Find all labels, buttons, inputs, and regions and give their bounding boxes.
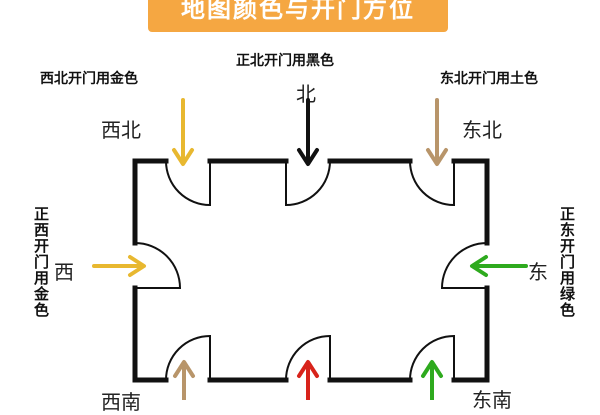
direction-northwest: 西北 — [101, 118, 141, 142]
door-north — [285, 160, 331, 207]
direction-east: 东 — [528, 260, 548, 284]
northwest-rule-label: 西北开门用金色 — [40, 71, 138, 87]
floorplan-diagram — [92, 98, 528, 400]
arrow-south — [297, 360, 319, 400]
door-southwest — [165, 334, 211, 381]
east-rule-label: 正东开门用绿色 — [558, 206, 576, 318]
door-west — [134, 242, 182, 289]
door-southeast — [409, 334, 455, 381]
arrow-southeast — [421, 360, 443, 400]
title-banner: 地图颜色与开门方位 — [148, 0, 448, 32]
arrow-north — [297, 98, 319, 166]
arrow-southwest — [173, 360, 195, 400]
west-rule-label: 正西开门用金色 — [32, 206, 50, 318]
northeast-rule-label: 东北开门用土色 — [440, 71, 538, 87]
arrow-east — [470, 255, 528, 277]
door-northwest — [165, 160, 211, 207]
door-east — [440, 242, 488, 289]
direction-northeast: 东北 — [462, 118, 502, 142]
direction-north: 北 — [296, 82, 316, 106]
arrow-west — [92, 255, 146, 277]
direction-west: 西 — [54, 260, 74, 284]
north-rule-label: 正北开门用黑色 — [236, 53, 334, 69]
arrow-northeast — [426, 98, 448, 166]
title-text: 地图颜色与开门方位 — [181, 0, 415, 23]
door-northeast — [409, 160, 455, 207]
arrow-northwest — [172, 98, 194, 166]
house-walls — [132, 158, 490, 383]
door-swings — [134, 160, 488, 381]
door-south — [285, 334, 331, 381]
